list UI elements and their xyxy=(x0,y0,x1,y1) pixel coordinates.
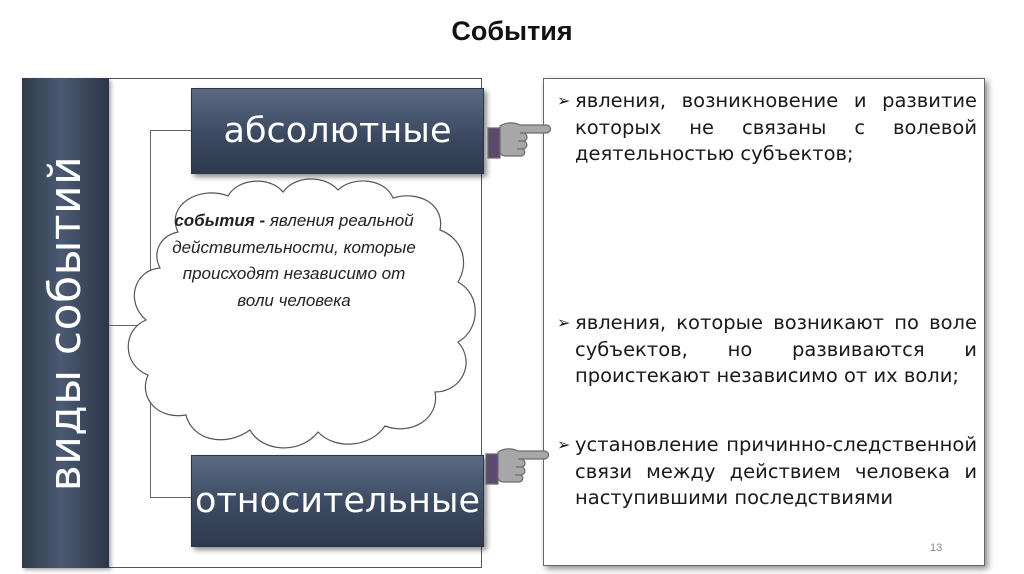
connector-bottom xyxy=(150,497,191,498)
bullet-text-3: установление причинно-следственной связи… xyxy=(575,433,977,509)
definition-text: события - явления реальной действительно… xyxy=(172,208,416,314)
bullet-text-1: явления, возникновение и развитие которы… xyxy=(575,89,977,165)
pointing-hand-icon xyxy=(485,448,550,485)
bullet-arrow-icon: ➢ xyxy=(557,435,571,454)
definition-body: явления реальной действительности, котор… xyxy=(172,211,416,310)
type-box-relative: относительные xyxy=(191,455,484,547)
bullet-item-1: ➢ явления, возникновение и развитие кото… xyxy=(557,88,977,168)
bullet-arrow-icon: ➢ xyxy=(557,91,571,110)
page-number: 13 xyxy=(930,542,943,554)
connector-mid xyxy=(109,325,150,326)
cloud-outline xyxy=(127,178,476,449)
bullet-text-2: явления, которые возникают по воле субъе… xyxy=(575,311,977,387)
explanation-panel xyxy=(543,78,985,566)
connector-top xyxy=(150,130,191,131)
definition-term: события - xyxy=(174,211,266,230)
vertical-category-bar xyxy=(22,78,109,568)
bullet-item-3: ➢ установление причинно-следственной свя… xyxy=(557,432,977,512)
slide-title: События xyxy=(451,16,573,46)
bullet-arrow-icon: ➢ xyxy=(557,313,571,332)
pointing-hand-icon xyxy=(487,122,552,159)
bullet-item-2: ➢ явления, которые возникают по воле суб… xyxy=(557,310,977,390)
type-box-absolute: абсолютные xyxy=(191,88,484,174)
